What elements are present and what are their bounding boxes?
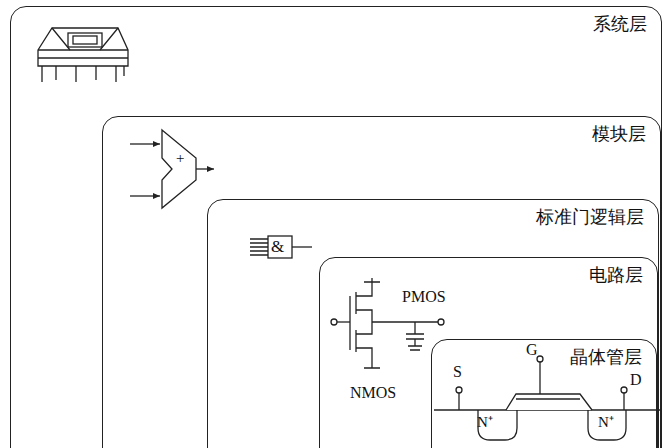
adder-sign: + bbox=[176, 151, 184, 166]
and-gate-symbol bbox=[250, 236, 312, 258]
layer-box: 标准门逻辑层电路层晶体管层 bbox=[207, 199, 659, 448]
layer-box: 晶体管层 bbox=[431, 339, 657, 448]
layer-title: 电路层 bbox=[589, 264, 643, 286]
terminal-label: G bbox=[526, 342, 538, 358]
mos-transistor-section bbox=[434, 356, 662, 440]
adder-symbol bbox=[130, 130, 214, 208]
layer-title: 系统层 bbox=[593, 13, 647, 35]
gate-symbol-text: & bbox=[271, 238, 284, 255]
layer-title: 晶体管层 bbox=[570, 346, 642, 368]
transistor-label: NMOS bbox=[350, 385, 396, 401]
layer-title: 模块层 bbox=[592, 123, 646, 145]
doping-label: N⁺ bbox=[477, 415, 493, 430]
terminal-label: D bbox=[630, 372, 642, 388]
layer-title: 标准门逻辑层 bbox=[536, 206, 644, 228]
layer-box: 系统层模块层标准门逻辑层电路层晶体管层 bbox=[10, 6, 662, 448]
chip-icon bbox=[38, 28, 128, 82]
terminal-label: S bbox=[453, 364, 462, 380]
transistor-label: PMOS bbox=[402, 289, 446, 305]
doping-label: N⁺ bbox=[598, 415, 614, 430]
